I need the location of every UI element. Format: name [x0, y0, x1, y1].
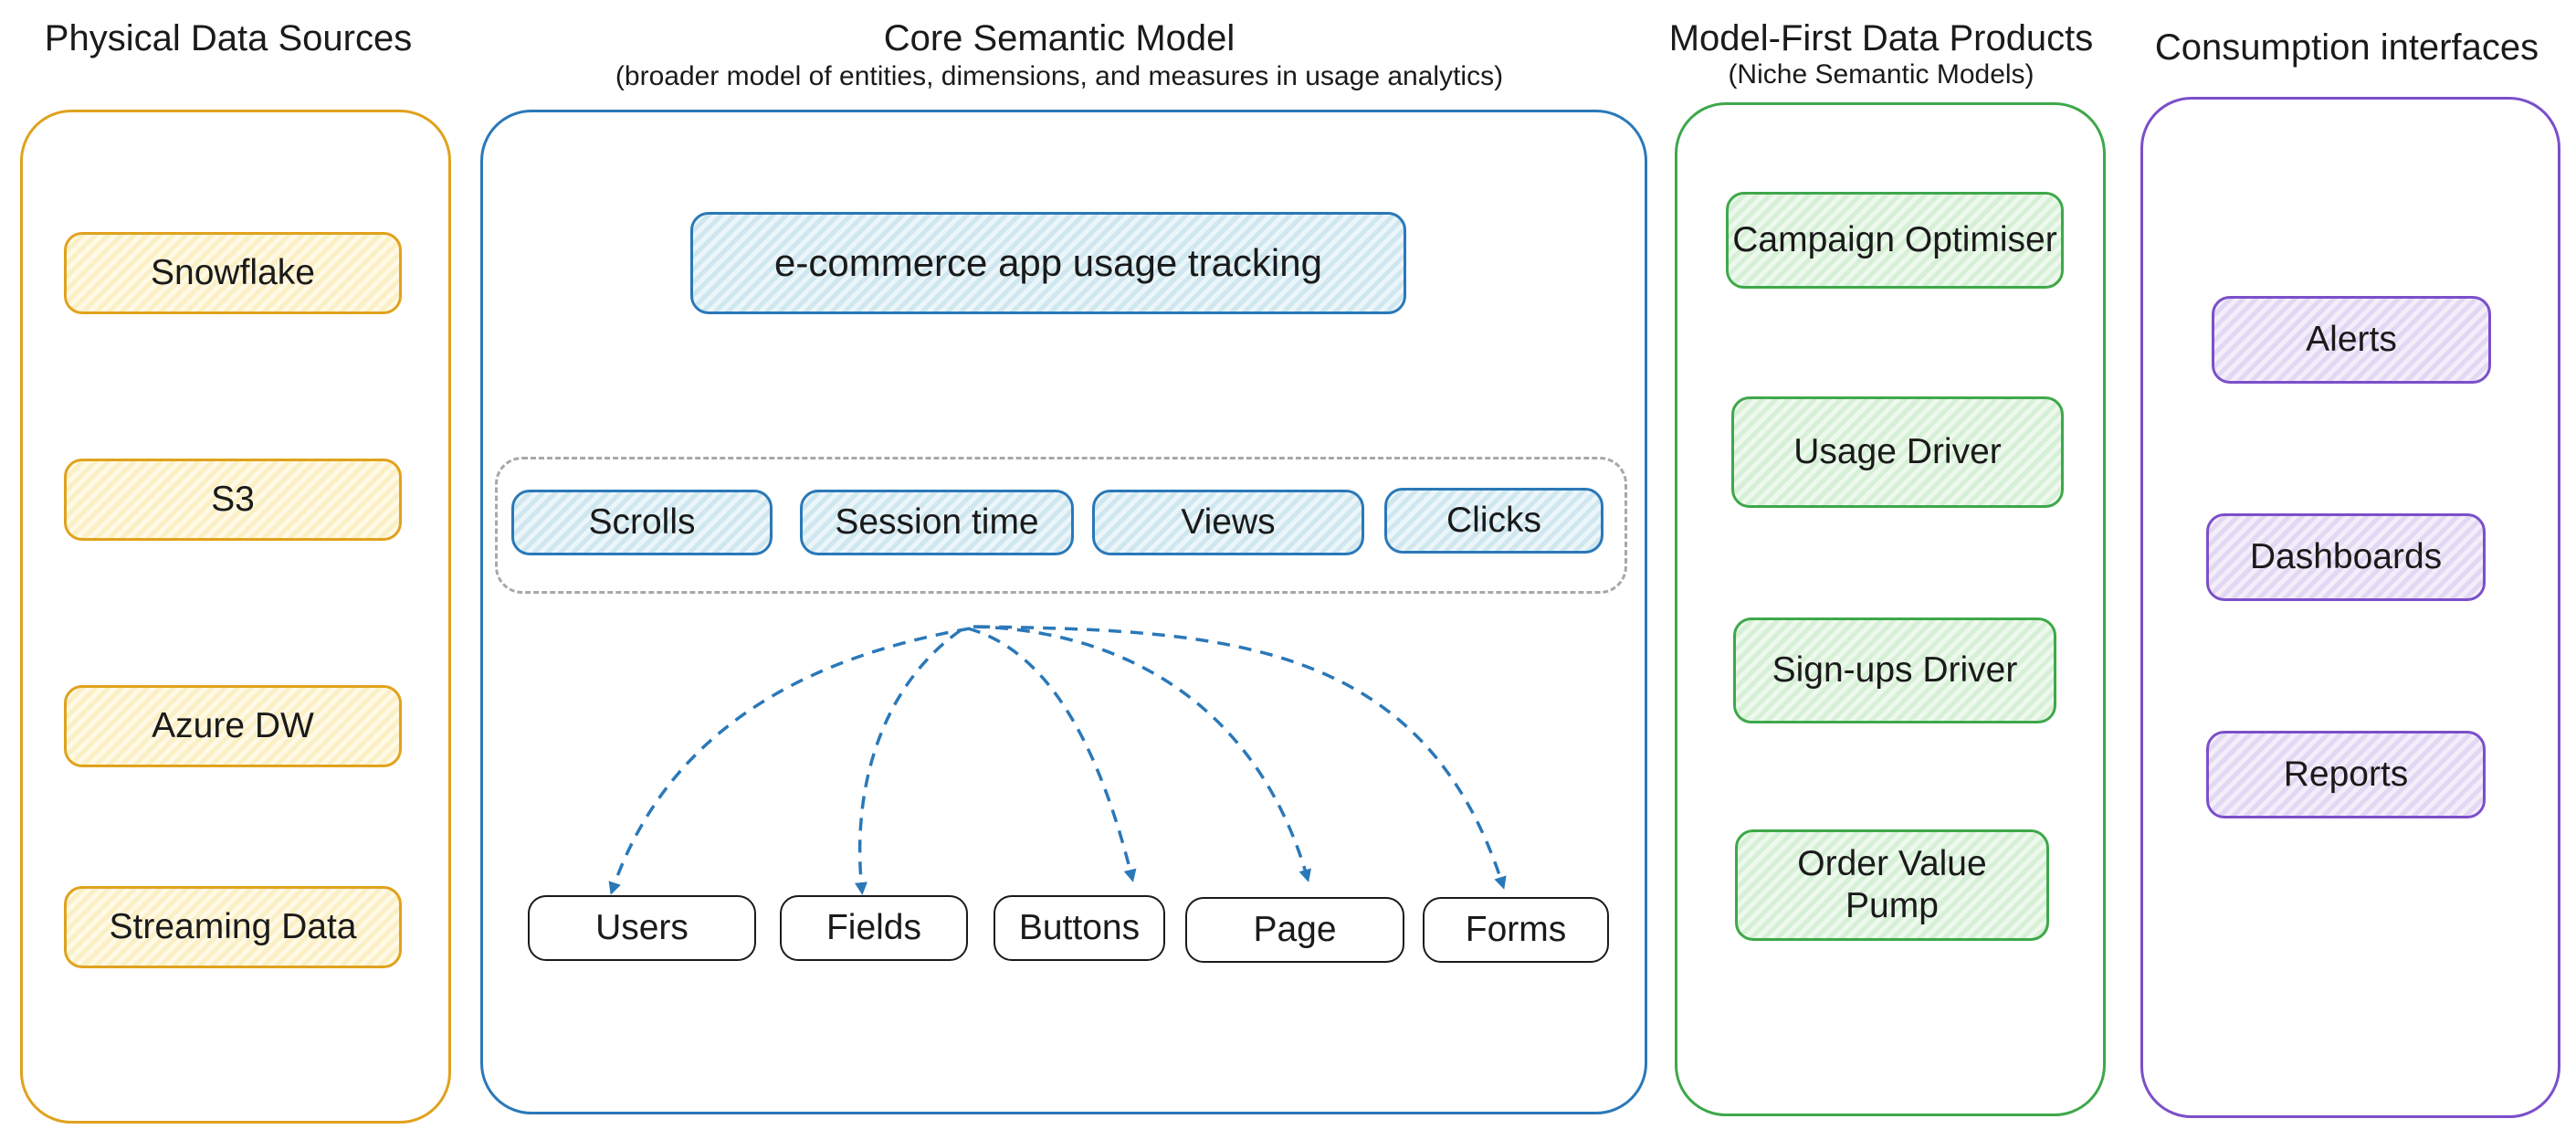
- sources-panel: [20, 110, 451, 1124]
- arrow-to-buttons: [967, 627, 1137, 882]
- entity-forms[interactable]: Forms: [1423, 897, 1609, 963]
- entity-users[interactable]: Users: [528, 895, 756, 961]
- source-s3[interactable]: S3: [64, 459, 402, 541]
- core-panel: [480, 110, 1647, 1114]
- consumption-dashboards[interactable]: Dashboards: [2206, 513, 2486, 601]
- entity-page[interactable]: Page: [1185, 897, 1404, 963]
- core-title: Core Semantic Model: [883, 18, 1235, 58]
- product-usage-driver[interactable]: Usage Driver: [1731, 396, 2064, 508]
- measure-session-time[interactable]: Session time: [800, 490, 1074, 555]
- consumption-panel: [2140, 97, 2560, 1118]
- consumption-reports[interactable]: Reports: [2206, 731, 2486, 818]
- measures-group: [495, 457, 1627, 594]
- measure-clicks[interactable]: Clicks: [1384, 488, 1603, 554]
- products-panel: [1675, 102, 2106, 1116]
- entity-buttons[interactable]: Buttons: [994, 895, 1165, 961]
- consumption-alerts[interactable]: Alerts: [2212, 296, 2491, 384]
- core-model-node[interactable]: e-commerce app usage tracking: [690, 212, 1406, 314]
- measure-scrolls[interactable]: Scrolls: [511, 490, 773, 555]
- sources-title: Physical Data Sources: [44, 18, 413, 58]
- core-subtitle: (broader model of entities, dimensions, …: [615, 61, 1504, 91]
- source-streaming-data[interactable]: Streaming Data: [64, 886, 402, 968]
- arrow-to-forms: [976, 625, 1507, 890]
- source-azure-dw[interactable]: Azure DW: [64, 685, 402, 767]
- consumption-title: Consumption interfaces: [2154, 27, 2539, 68]
- measure-views[interactable]: Views: [1092, 490, 1364, 555]
- entity-fields[interactable]: Fields: [780, 895, 968, 961]
- product-order-value-pump[interactable]: Order Value Pump: [1735, 829, 2049, 941]
- source-snowflake[interactable]: Snowflake: [64, 232, 402, 314]
- product-campaign-optimiser[interactable]: Campaign Optimiser: [1726, 192, 2064, 289]
- arrow-to-fields: [855, 628, 962, 895]
- products-title: Model-First Data Products: [1668, 18, 2094, 58]
- arrow-to-users: [608, 627, 971, 895]
- products-subtitle: (Niche Semantic Models): [1728, 59, 2035, 90]
- arrow-to-page: [973, 625, 1311, 882]
- product-sign-ups-driver[interactable]: Sign-ups Driver: [1733, 618, 2056, 723]
